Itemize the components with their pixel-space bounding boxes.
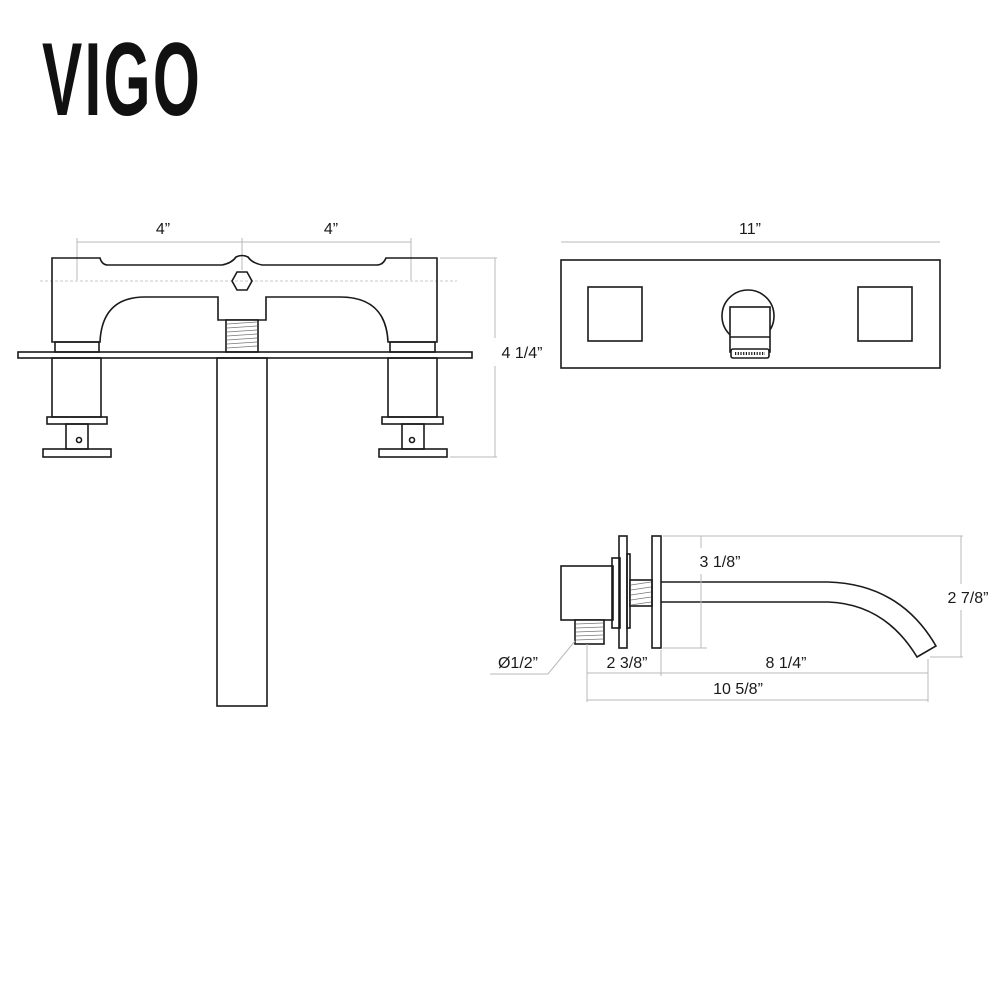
dim-total-length: 10 5/8”: [713, 681, 763, 698]
drain-pipe: [216, 357, 268, 707]
dim-spout-reach: 8 1/4”: [766, 655, 807, 672]
handle-left: [587, 286, 643, 342]
dim-right-spacing: 4”: [324, 221, 338, 238]
wall-plate-front-view: 11”: [560, 221, 941, 369]
dim-height: 4 1/4”: [502, 345, 543, 362]
handle-right: [857, 286, 913, 342]
dim-spout-drop: 2 7/8”: [948, 590, 989, 607]
dim-inlet-diameter: Ø1/2”: [498, 655, 538, 672]
spout-side-view: 3 1/8” 2 7/8” Ø1/2” 2 3/8” 8 1/4” 10 5/8…: [490, 535, 989, 702]
brand-name: VIGO: [42, 22, 202, 138]
dim-body-depth: 2 3/8”: [607, 655, 648, 672]
dim-plate-height: 3 1/8”: [700, 554, 741, 571]
deck-plate: [17, 351, 473, 359]
aerator-icon: [730, 348, 770, 359]
dim-left-spacing: 4”: [156, 221, 170, 238]
vigo-logo: VIGO: [42, 22, 202, 138]
dim-plate-width: 11”: [739, 221, 761, 238]
deck-faucet-front-view: 4” 4” 4 1/4”: [17, 221, 543, 707]
